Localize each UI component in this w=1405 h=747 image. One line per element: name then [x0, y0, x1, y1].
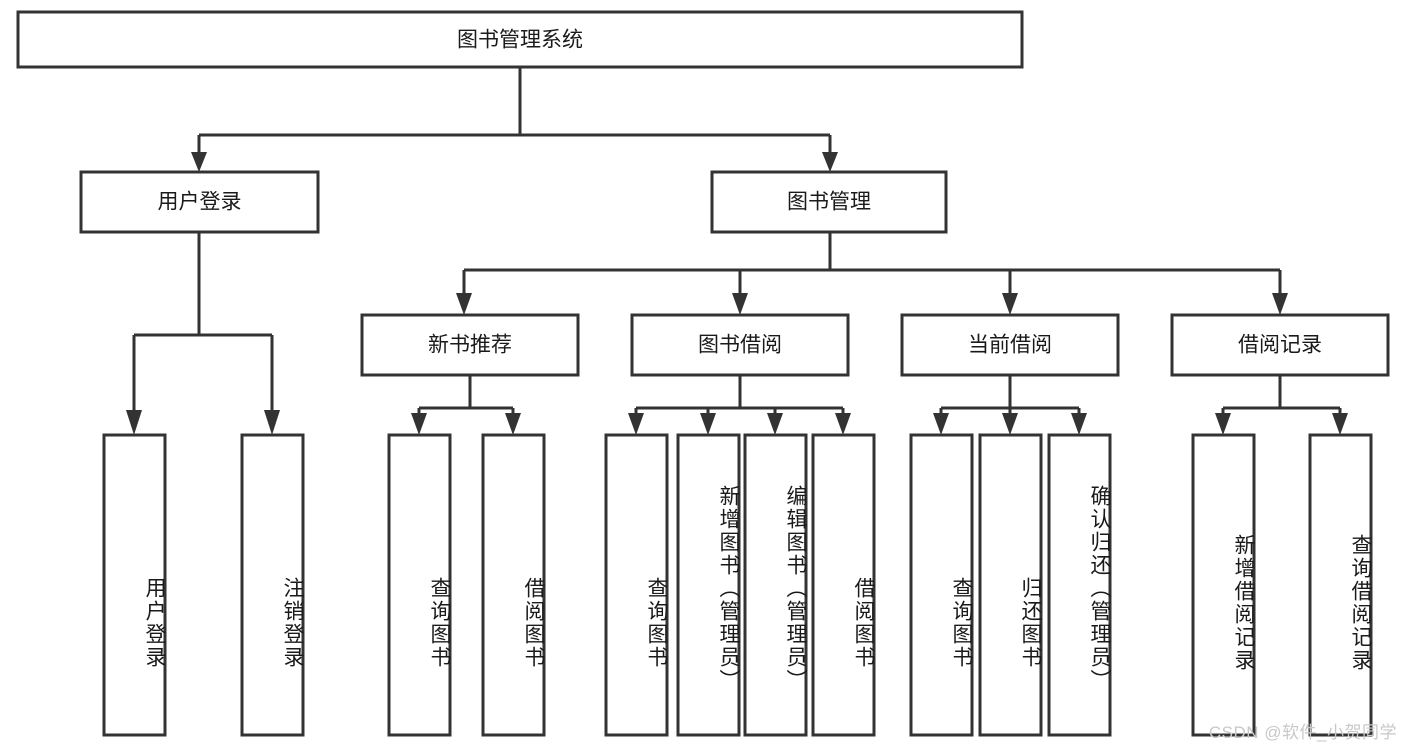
node-leaf-edit-book[interactable] [743, 433, 808, 737]
node-leaf-user-login[interactable] [102, 433, 167, 737]
node-leaf-query-book-2[interactable] [604, 433, 669, 737]
node-user-login-label: 用户登录 [158, 191, 242, 214]
arrow-head-icon [1071, 413, 1087, 435]
connector-new-book-recommend-to-leaves [411, 375, 521, 435]
node-leaf-borrow-book-2[interactable] [811, 433, 876, 737]
arrow-head-icon [1002, 293, 1018, 315]
node-current-borrow-label: 当前借阅 [968, 334, 1052, 357]
arrow-head-icon [933, 413, 949, 435]
node-user-login[interactable] [79, 170, 320, 234]
node-book-manage[interactable] [710, 170, 948, 234]
node-new-book-recommend-label: 新书推荐 [428, 334, 512, 357]
node-leaf-query-book-3[interactable] [909, 433, 974, 737]
node-leaf-logout-login[interactable] [240, 433, 305, 737]
connector-user-login-to-leaves [126, 232, 280, 435]
connector-current-borrow-to-leaves [933, 375, 1087, 435]
connector-borrow-record-to-leaves [1215, 375, 1348, 435]
arrow-head-icon [411, 413, 427, 435]
arrow-head-icon [628, 413, 644, 435]
arrow-head-icon [1002, 413, 1018, 435]
node-borrow-record[interactable] [1170, 313, 1390, 377]
arrow-head-icon [700, 413, 716, 435]
arrow-head-icon [456, 293, 472, 315]
node-borrow-record-label: 借阅记录 [1238, 334, 1322, 357]
connector-book-borrow-to-leaves [628, 375, 851, 435]
node-new-book-recommend[interactable] [360, 313, 580, 377]
node-leaf-borrow-book-1[interactable] [481, 433, 546, 737]
node-current-borrow[interactable] [900, 313, 1120, 377]
arrow-head-icon [264, 410, 280, 435]
arrow-head-icon [1272, 293, 1288, 315]
arrow-head-icon [1215, 413, 1231, 435]
node-leaf-return-book[interactable] [978, 433, 1043, 737]
arrow-head-icon [191, 152, 207, 172]
arrow-head-icon [822, 152, 838, 172]
watermark-text: CSDN @软件_小贺同学 [1208, 723, 1397, 742]
arrow-head-icon [1332, 413, 1348, 435]
node-book-borrow-label: 图书借阅 [698, 334, 782, 357]
node-leaf-add-book[interactable] [676, 433, 741, 737]
node-leaf-confirm-return[interactable] [1047, 433, 1112, 737]
node-book-borrow[interactable] [630, 313, 850, 377]
connector-root-to-level1 [191, 67, 838, 172]
node-leaf-add-record[interactable] [1191, 433, 1256, 737]
arrow-head-icon [835, 413, 851, 435]
node-root-label: 图书管理系统 [457, 29, 583, 52]
arrow-head-icon [732, 293, 748, 315]
node-root[interactable] [16, 10, 1024, 69]
arrow-head-icon [126, 410, 142, 435]
node-leaf-query-book-1[interactable] [387, 433, 452, 737]
connector-book-manage-to-level2 [456, 232, 1288, 315]
arrow-head-icon [505, 413, 521, 435]
arrow-head-icon [767, 413, 783, 435]
node-leaf-query-record[interactable] [1308, 433, 1373, 737]
node-book-manage-label: 图书管理 [787, 191, 871, 214]
